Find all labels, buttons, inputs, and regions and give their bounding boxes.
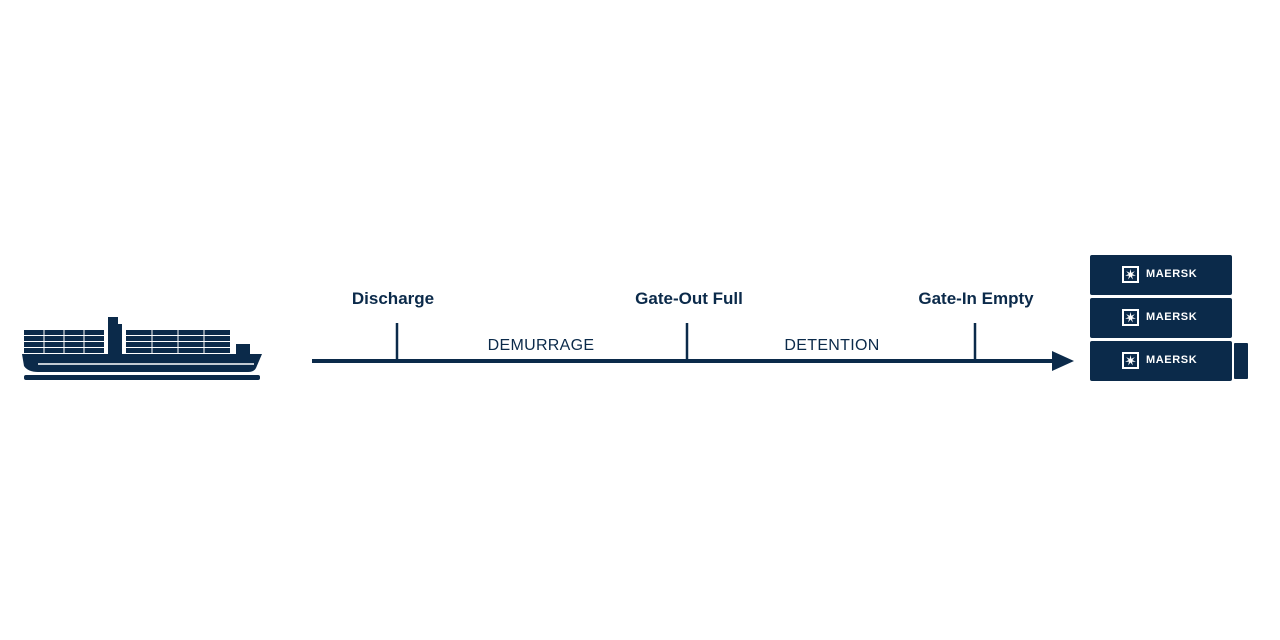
container-middle: MAERSK: [1090, 298, 1232, 338]
maersk-star-icon: [1122, 352, 1139, 369]
container-door-end: [1234, 343, 1248, 379]
period-label-demurrage: DEMURRAGE: [487, 337, 595, 354]
maersk-star-icon: [1122, 309, 1139, 326]
maersk-star-icon: [1122, 266, 1139, 283]
arrowhead: [1052, 351, 1074, 371]
container-brand: MAERSK: [1146, 268, 1198, 280]
container-bottom: MAERSK: [1090, 341, 1232, 381]
container-ship-icon: [22, 317, 262, 380]
milestone-label-gate-in-empty: Gate-In Empty: [918, 289, 1034, 308]
container-brand: MAERSK: [1146, 354, 1198, 366]
milestone-label-gate-out-full: Gate-Out Full: [635, 289, 743, 308]
period-label-detention: DETENTION: [784, 337, 880, 354]
container-top: MAERSK: [1090, 255, 1232, 295]
milestone-label-discharge: Discharge: [351, 289, 435, 308]
container-brand: MAERSK: [1146, 311, 1198, 323]
timeline-arrow: [312, 323, 1074, 371]
